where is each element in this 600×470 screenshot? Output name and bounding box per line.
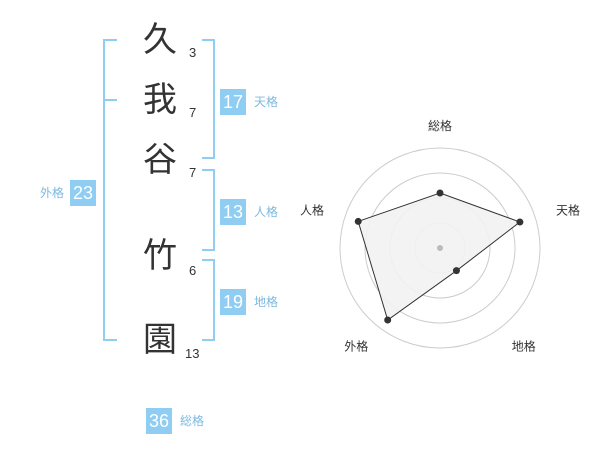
jinkaku-label: 人格 bbox=[254, 205, 279, 219]
radar-axis-label-0: 総格 bbox=[428, 118, 452, 133]
radar-series-polygon bbox=[357, 192, 521, 321]
gaikaku-bracket bbox=[103, 39, 117, 341]
chikaku-label: 地格 bbox=[254, 295, 279, 309]
radar-point-2 bbox=[452, 267, 460, 275]
jinkaku-score-badge: 13 bbox=[220, 199, 247, 225]
stroke-count-2: 7 bbox=[189, 105, 197, 120]
soukaku-label: 総格 bbox=[180, 414, 205, 428]
radar-point-3 bbox=[384, 316, 392, 324]
radar-ring-4 bbox=[339, 147, 541, 349]
tenkaku-label: 天格 bbox=[254, 95, 279, 109]
name-char-5: 園 bbox=[143, 320, 177, 360]
radar-point-0 bbox=[436, 189, 444, 197]
stroke-count-3: 7 bbox=[189, 165, 197, 180]
tenkaku-bracket bbox=[202, 39, 215, 159]
jinkaku-bracket bbox=[202, 169, 215, 251]
radar-point-4 bbox=[354, 217, 362, 225]
gaikaku-score-badge: 23 bbox=[70, 180, 97, 206]
radar-axis-label-1: 天格 bbox=[556, 202, 580, 217]
radar-axis-label-2: 地格 bbox=[512, 339, 536, 354]
radar-ring-3 bbox=[364, 172, 516, 324]
chikaku-bracket bbox=[202, 259, 215, 341]
radar-center-dot bbox=[437, 245, 443, 251]
name-char-1: 久 bbox=[143, 20, 177, 60]
stroke-count-1: 3 bbox=[189, 45, 197, 60]
chikaku-score-badge: 19 bbox=[220, 289, 247, 315]
name-char-3: 谷 bbox=[143, 140, 177, 180]
radar-point-1 bbox=[516, 218, 524, 226]
stroke-count-5: 13 bbox=[185, 346, 200, 361]
name-char-2: 我 bbox=[143, 80, 177, 120]
stroke-count-4: 6 bbox=[189, 263, 197, 278]
radar-axis-label-4: 人格 bbox=[300, 202, 324, 217]
name-char-4: 竹 bbox=[143, 236, 177, 276]
gaikaku-label: 外格 bbox=[40, 186, 65, 200]
tenkaku-score-badge: 17 bbox=[220, 89, 247, 115]
soukaku-score-badge: 36 bbox=[146, 408, 173, 434]
radar-axis-label-3: 外格 bbox=[344, 339, 368, 354]
